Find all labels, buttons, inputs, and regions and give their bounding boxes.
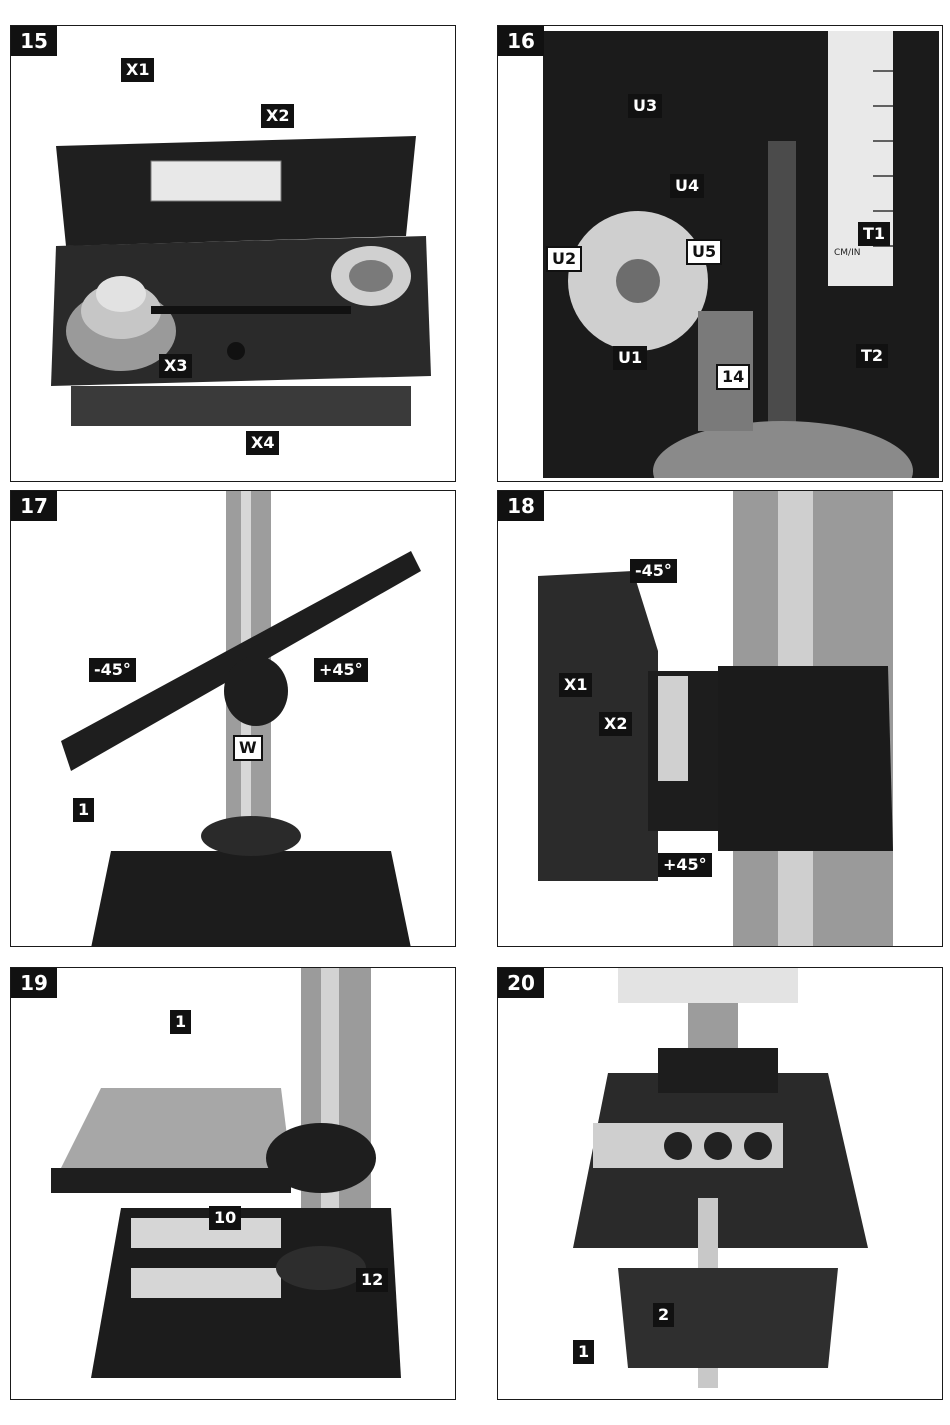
label-14: 14 — [716, 364, 750, 390]
label-plus-45: +45° — [314, 658, 368, 682]
figure-19-photo — [51, 968, 451, 1398]
figure-18-photo — [538, 491, 903, 946]
figure-20-photo — [558, 968, 888, 1398]
figure-16-photo — [543, 31, 939, 478]
figure-20: 20 1 2 — [497, 967, 943, 1400]
label-plus-45: +45° — [658, 853, 712, 877]
label-x1: X1 — [559, 673, 592, 697]
label-x1: X1 — [121, 58, 154, 82]
figure-15: 15 X1 X2 X3 X4 — [10, 25, 456, 482]
figure-number: 18 — [498, 491, 544, 521]
figure-17-photo — [51, 491, 451, 947]
label-10: 10 — [209, 1206, 241, 1230]
ruler-unit: CM/IN — [834, 248, 860, 258]
figure-number: 17 — [11, 491, 57, 521]
label-u5: U5 — [686, 239, 722, 265]
label-1: 1 — [170, 1010, 191, 1034]
label-12: 12 — [356, 1268, 388, 1292]
figure-number: 15 — [11, 26, 57, 56]
label-1: 1 — [73, 798, 94, 822]
label-2: 2 — [653, 1303, 674, 1327]
label-minus-45: -45° — [630, 559, 677, 583]
label-1: 1 — [573, 1340, 594, 1364]
figure-19: 19 1 10 12 — [10, 967, 456, 1400]
label-x2: X2 — [599, 712, 632, 736]
figure-17: 17 -45° +45° W 1 — [10, 490, 456, 947]
label-t2: T2 — [856, 344, 888, 368]
label-x4: X4 — [246, 431, 279, 455]
label-w: W — [233, 735, 263, 761]
label-u4: U4 — [670, 174, 704, 198]
figure-18: 18 -45° X1 X2 +45° — [497, 490, 943, 947]
figure-number: 19 — [11, 968, 57, 998]
label-u2: U2 — [546, 246, 582, 272]
label-t1: T1 — [858, 222, 890, 246]
figure-15-photo — [51, 86, 431, 426]
figure-16: 16 U3 U4 U2 U5 U1 T1 T2 14 CM/IN — [497, 25, 943, 482]
figure-number: 20 — [498, 968, 544, 998]
label-u3: U3 — [628, 94, 662, 118]
label-u1: U1 — [613, 346, 647, 370]
label-minus-45: -45° — [89, 658, 136, 682]
label-x3: X3 — [159, 354, 192, 378]
figure-number: 16 — [498, 26, 544, 56]
label-x2: X2 — [261, 104, 294, 128]
